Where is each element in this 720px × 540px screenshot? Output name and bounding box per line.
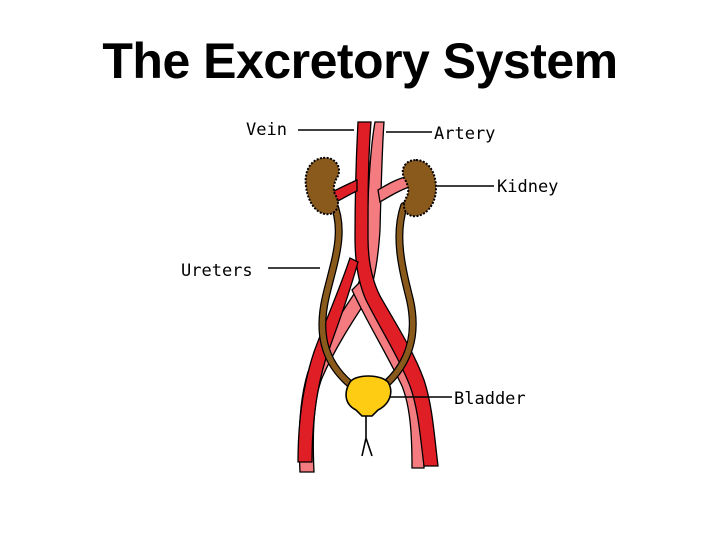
ureter-left bbox=[319, 199, 353, 387]
label-artery: Artery bbox=[434, 124, 495, 144]
label-ureters: Ureters bbox=[181, 261, 253, 281]
bladder bbox=[345, 375, 392, 457]
ureter-right bbox=[383, 203, 416, 387]
slide-title: The Excretory System bbox=[102, 33, 618, 89]
vein-trunk bbox=[354, 121, 439, 467]
diagram-labels: Vein Artery Kidney Ureters Bladder bbox=[181, 120, 558, 409]
label-kidney: Kidney bbox=[497, 177, 558, 197]
kidney-left bbox=[304, 156, 340, 216]
bladder-body bbox=[345, 375, 392, 417]
label-vein: Vein bbox=[246, 120, 287, 140]
ureters bbox=[318, 198, 417, 388]
kidney-right bbox=[401, 158, 438, 218]
label-bladder: Bladder bbox=[454, 389, 526, 409]
urethra bbox=[361, 410, 373, 457]
kidneys bbox=[304, 156, 438, 218]
